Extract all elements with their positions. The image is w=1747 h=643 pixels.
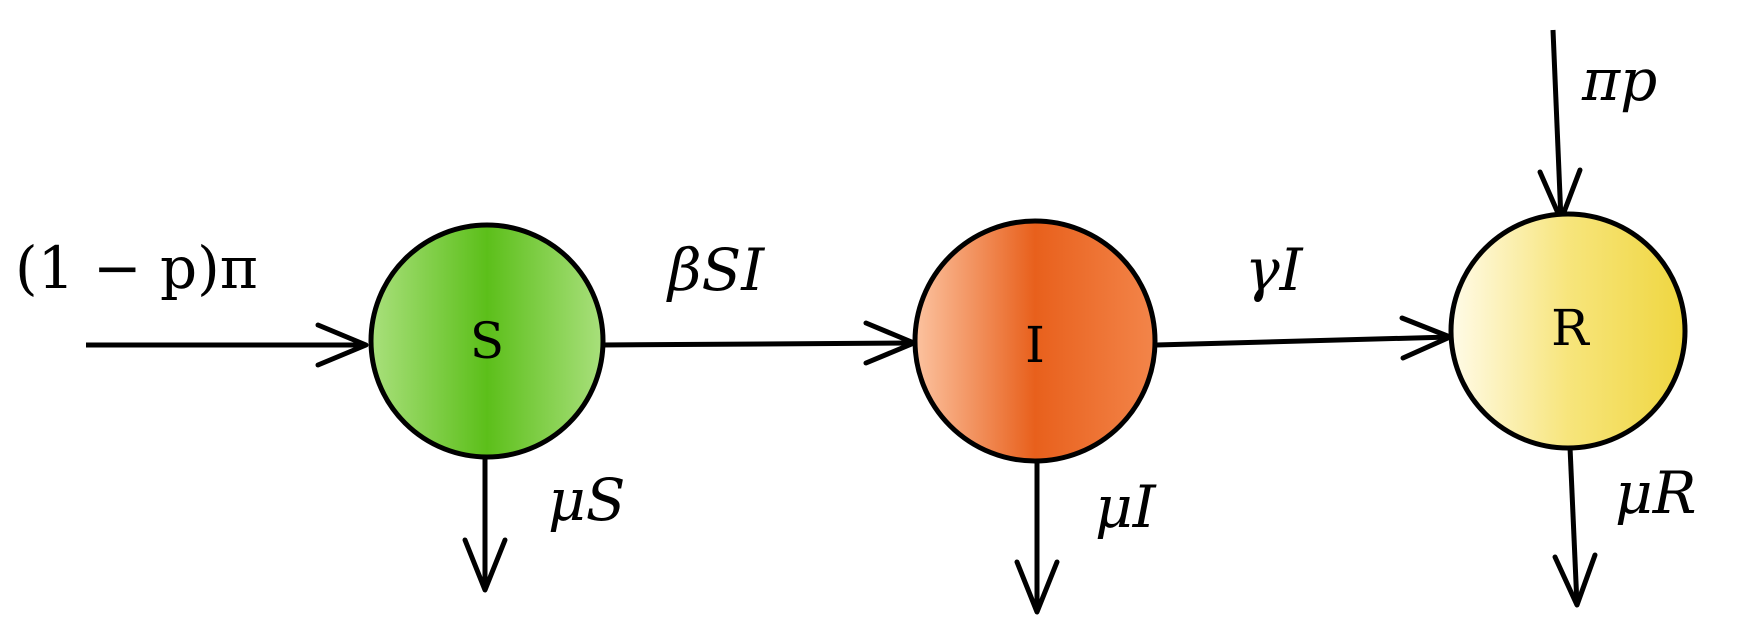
node-label-R: R <box>1551 299 1590 357</box>
edge-inflow-R <box>1537 29 1583 223</box>
edge-label-I-out: μI <box>1095 473 1157 541</box>
node-I: I <box>912 218 1158 464</box>
edge-S-to-I <box>599 320 917 366</box>
edge-label-R-out: μR <box>1615 459 1696 527</box>
node-R: R <box>1448 211 1688 451</box>
edge-label-I-to-R: γI <box>1245 236 1304 304</box>
node-label-I: I <box>1025 316 1045 374</box>
node-S: S <box>368 222 606 460</box>
node-label-S: S <box>470 312 504 370</box>
edge-inflow-S <box>86 322 369 368</box>
edge-label-S-out: μS <box>548 466 625 534</box>
edge-label-inflow-S: (1 − p)π <box>15 234 258 302</box>
edge-label-inflow-R: πp <box>1581 46 1657 114</box>
edge-I-out <box>1014 457 1060 615</box>
edge-label-S-to-I: βSI <box>666 236 765 304</box>
edge-I-to-R <box>1155 315 1453 361</box>
edge-S-out <box>462 457 508 593</box>
edge-R-out <box>1552 446 1598 608</box>
